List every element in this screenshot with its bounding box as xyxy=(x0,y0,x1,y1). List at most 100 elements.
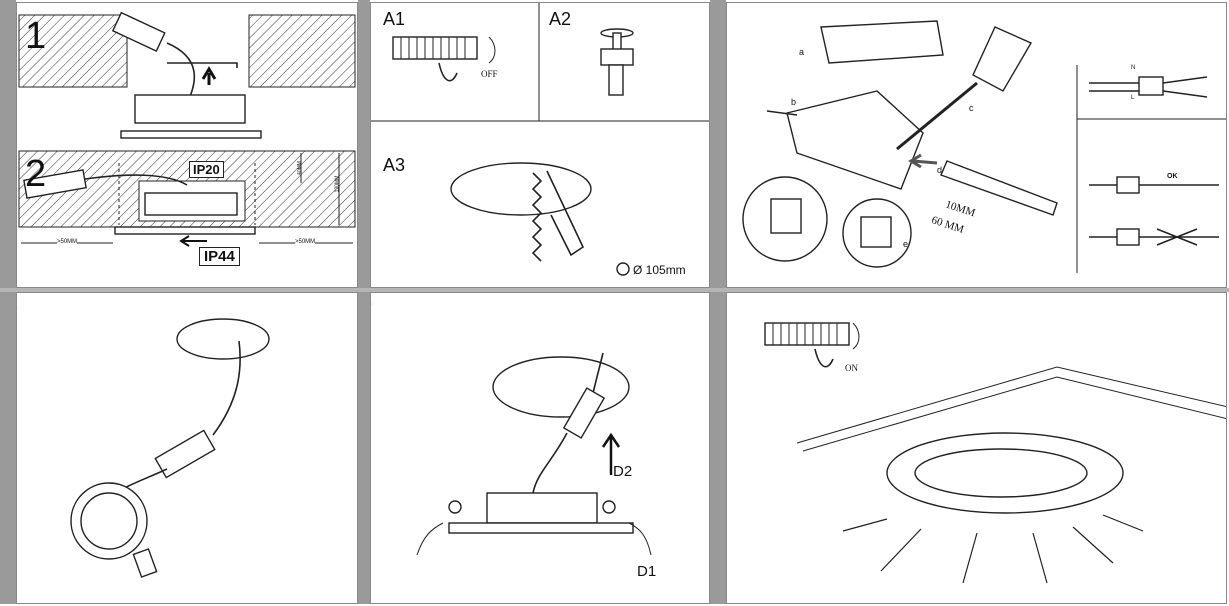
connector xyxy=(1138,76,1164,96)
panel-e: E ON xyxy=(726,292,1227,604)
spring-clip xyxy=(132,548,158,578)
ceiling-cutout xyxy=(450,162,592,216)
separator-bar xyxy=(358,0,370,288)
step-1-number: 1 xyxy=(25,15,47,57)
curve-arrow xyxy=(628,522,652,556)
ip44-badge: IP44 xyxy=(199,247,240,266)
separator-bar xyxy=(0,292,16,604)
screwdriver-tip xyxy=(600,48,634,66)
ceiling-cutout xyxy=(176,318,270,360)
up-arrow xyxy=(201,66,217,85)
separator-bar xyxy=(358,292,370,604)
panel-c-letter: C xyxy=(17,295,18,316)
stripped-wire xyxy=(940,160,1058,216)
downlight-rim xyxy=(114,226,256,235)
cable xyxy=(212,340,241,436)
terminal-detail xyxy=(860,216,892,248)
driver-box xyxy=(23,169,87,199)
step-b-label: b xyxy=(791,97,797,107)
ceiling-edge xyxy=(802,376,1226,452)
step-c-label: c xyxy=(969,103,974,113)
driver-box xyxy=(154,429,216,479)
ip20-badge: IP20 xyxy=(189,161,224,178)
separator-bar xyxy=(0,288,1229,292)
downlight-body xyxy=(486,492,598,524)
screwdriver-handle xyxy=(608,64,624,96)
separator-bar xyxy=(0,0,16,288)
terminal-box xyxy=(786,90,924,190)
d1-label: D1 xyxy=(637,563,657,580)
downlight-inner xyxy=(80,492,138,550)
driver-box xyxy=(562,387,606,439)
driver-box xyxy=(111,11,166,52)
saw-handle xyxy=(546,170,585,257)
panel-d: D D2 D1 xyxy=(370,292,710,604)
d2-label: D2 xyxy=(613,463,633,480)
on-label: ON xyxy=(845,363,858,373)
downlight-rim xyxy=(448,522,634,534)
screwdriver-handle xyxy=(972,26,1032,92)
a3-label: A3 xyxy=(383,155,406,175)
panel-a-illustration xyxy=(371,3,709,276)
ceiling-section-left xyxy=(18,14,128,88)
panel-b-illustration xyxy=(742,20,1226,273)
cable xyxy=(84,174,188,186)
saw-blade xyxy=(531,172,543,262)
cable xyxy=(532,432,568,494)
ok-label: OK xyxy=(1167,173,1178,180)
breaker-panel xyxy=(764,322,850,346)
a2-label: A2 xyxy=(549,9,572,29)
panel-d-illustration xyxy=(416,352,652,556)
panel-a-letter: A xyxy=(371,3,372,24)
screwdriver-shaft xyxy=(896,81,978,151)
hole-size-label: Ø 105mm xyxy=(633,263,686,277)
up-arrow xyxy=(601,432,621,475)
downlight-lens xyxy=(914,448,1088,498)
gap-left-label: >50MM xyxy=(57,239,78,245)
rotate-arrow xyxy=(852,322,860,350)
depth2-label: 120MM xyxy=(334,175,341,193)
hand-icon xyxy=(438,62,458,82)
wire-l-label: L xyxy=(1131,95,1135,101)
downlight-body xyxy=(134,94,246,124)
terminal-detail xyxy=(770,198,802,234)
cable xyxy=(166,42,196,104)
spring-clip xyxy=(448,500,462,514)
panel-c-illustration xyxy=(70,318,270,578)
wire-n-label: N xyxy=(1131,65,1136,71)
insert-arrow xyxy=(908,153,938,169)
downlight-rim xyxy=(120,130,262,139)
panel-c: C xyxy=(16,292,358,604)
panel-a: A A1 OFF A2 A3 Ø 105mm xyxy=(370,2,710,288)
terminal-cover xyxy=(820,20,944,64)
ceiling-section-right xyxy=(248,14,356,88)
curve-arrow xyxy=(416,522,444,556)
breaker-panel xyxy=(392,36,478,60)
ceiling-edge xyxy=(796,366,1226,444)
depth1-label: 40MM xyxy=(296,161,303,175)
spring-clip xyxy=(602,500,616,514)
panel-d-letter: D xyxy=(371,295,372,316)
installation-illustration xyxy=(18,11,356,247)
hole-saw-icon xyxy=(616,262,630,276)
wire xyxy=(1162,76,1208,98)
separator-bar xyxy=(710,0,726,288)
step-e-label: e xyxy=(903,239,909,249)
cable xyxy=(592,352,604,394)
panel-e-illustration xyxy=(764,322,1226,584)
gap-right-label: >50MM xyxy=(295,239,316,245)
step-2-number: 2 xyxy=(25,153,47,195)
connector xyxy=(1116,176,1140,194)
step-d-label: d xyxy=(937,165,943,175)
rotate-arrow xyxy=(488,36,496,64)
step-a-label: a xyxy=(799,47,805,57)
arrow xyxy=(179,235,207,247)
panel-installation: 1 2 IP20 IP44 >50MM >50MM 40MM 120MM xyxy=(16,2,358,288)
bracket-outline xyxy=(167,62,238,68)
connector xyxy=(1116,228,1140,246)
panel-b: B 10MM 60 MM a b c d e N L OK xyxy=(726,2,1227,288)
downlight-body xyxy=(144,192,238,216)
separator-bar xyxy=(710,292,726,604)
cable xyxy=(766,110,798,116)
wrong-wire xyxy=(1139,228,1219,246)
